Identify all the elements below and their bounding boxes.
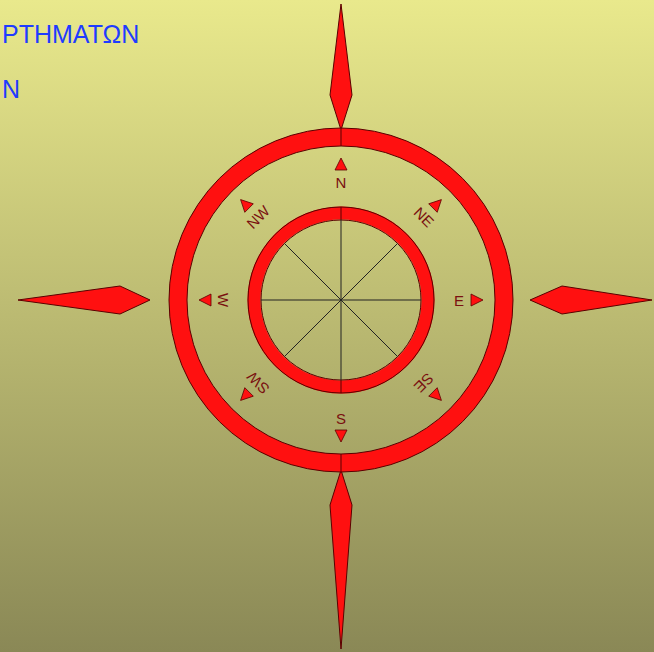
direction-label: W (216, 293, 231, 307)
direction-triangle (241, 200, 254, 213)
direction-triangle (429, 388, 442, 401)
direction-triangle (199, 294, 211, 306)
inner-ring (248, 207, 434, 393)
direction-triangle (335, 158, 347, 170)
slide-title-text: ΡΤΗΜΑΤΩΝ (2, 22, 139, 47)
east-pointer (530, 286, 652, 314)
slide-title-text: N (2, 77, 20, 102)
direction-triangle (471, 294, 483, 306)
direction-triangles (199, 158, 483, 442)
west-pointer (18, 286, 150, 314)
outer-ring (169, 128, 513, 472)
direction-triangle (335, 430, 347, 442)
south-pointer (330, 470, 352, 649)
direction-label: N (336, 175, 347, 190)
spokes (261, 220, 421, 380)
direction-triangle (241, 388, 254, 401)
direction-label: E (454, 293, 464, 308)
direction-label: S (336, 411, 346, 426)
north-pointer (330, 4, 352, 130)
direction-triangle (429, 200, 442, 213)
